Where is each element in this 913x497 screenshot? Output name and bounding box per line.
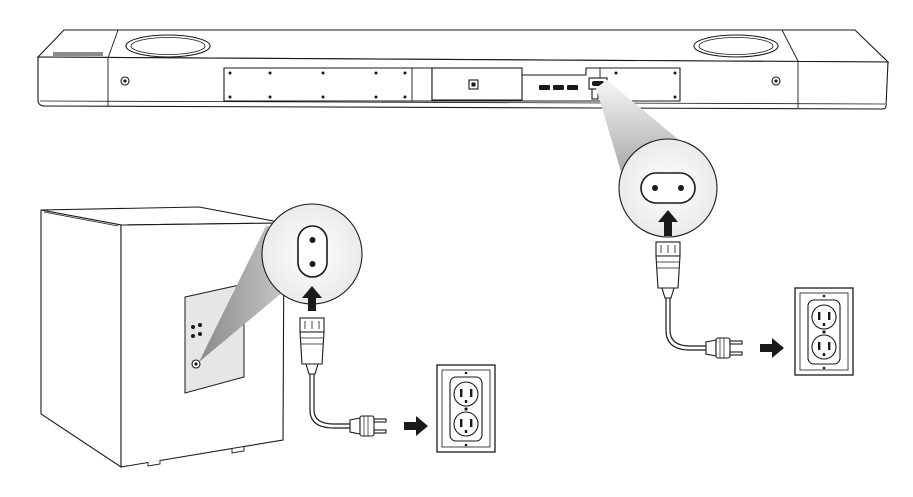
subwoofer-power-inlet — [191, 359, 201, 369]
soundbar-logo — [53, 52, 103, 56]
subwoofer-panel-jacks — [191, 323, 202, 338]
power-plug-icon — [349, 415, 387, 437]
subwoofer — [40, 206, 285, 469]
arrow-right-icon — [760, 338, 784, 358]
power-inlet-icon — [640, 172, 696, 204]
wall-outlet-icon — [794, 287, 854, 376]
arrow-right-icon — [404, 416, 428, 436]
soundbar-power-cord — [655, 241, 743, 359]
arrow-up-icon — [302, 286, 322, 311]
power-inlet-icon — [297, 225, 328, 278]
subwoofer-power-cord — [299, 317, 387, 437]
subwoofer-side-face — [40, 209, 122, 469]
soundbar-inlet-callout — [618, 138, 718, 238]
arrow-up-icon — [658, 210, 678, 236]
wall-outlet-icon — [436, 364, 496, 453]
hdmi-ports — [539, 85, 578, 90]
soundbar-mount-hole-right — [771, 76, 781, 86]
soundbar — [36, 29, 890, 110]
soundbar-mount-hole-left — [120, 76, 130, 86]
subwoofer-inlet-callout — [261, 203, 363, 305]
power-plug-icon — [705, 337, 743, 359]
rear-panel-screws — [228, 71, 677, 99]
